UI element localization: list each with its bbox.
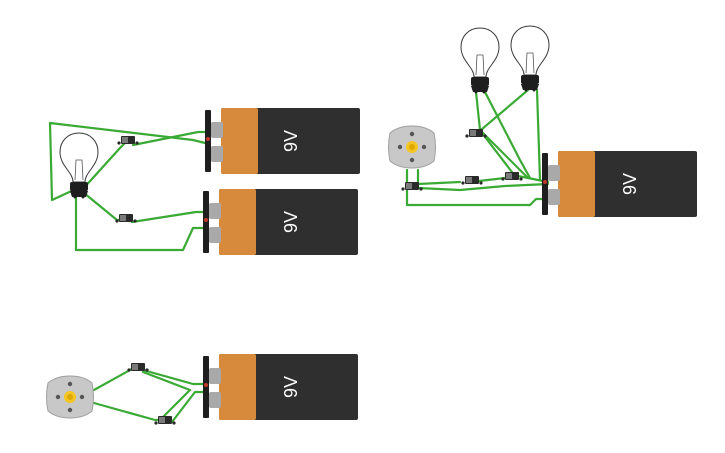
circuit-motor-two-bulbs: 9V [388, 25, 697, 217]
circuit-motor-battery: 9V [46, 354, 358, 425]
wire[interactable] [92, 401, 160, 422]
wire[interactable] [80, 141, 127, 192]
wire[interactable] [535, 88, 542, 182]
wire[interactable] [141, 370, 192, 422]
wire[interactable] [416, 182, 550, 192]
light-bulb[interactable] [59, 132, 99, 199]
wire[interactable] [82, 191, 124, 222]
battery-label: 9V [620, 173, 640, 195]
battery-label: 9V [281, 211, 301, 233]
battery-9v[interactable]: 9V [203, 354, 358, 420]
wire[interactable] [131, 130, 207, 147]
battery-9v[interactable]: 9V [205, 108, 360, 174]
battery-9v[interactable]: 9V [203, 189, 358, 255]
dc-motor[interactable] [46, 375, 94, 419]
wire[interactable] [92, 366, 135, 392]
wire[interactable] [130, 210, 207, 224]
wire[interactable] [405, 168, 550, 207]
dc-motor[interactable] [388, 125, 436, 169]
slide-switch[interactable] [117, 136, 139, 145]
battery-9v[interactable]: 9V [542, 151, 697, 217]
battery-label: 9V [281, 376, 301, 398]
wire[interactable] [483, 90, 532, 180]
wire[interactable] [170, 390, 207, 424]
light-bulb[interactable] [460, 27, 500, 94]
circuit-bulb-two-batteries: 9V 9V [48, 108, 360, 255]
wire[interactable] [480, 131, 517, 178]
wire[interactable] [48, 121, 207, 202]
wire[interactable] [141, 368, 207, 386]
wire[interactable] [477, 176, 507, 183]
wire[interactable] [74, 193, 207, 252]
battery-label: 9V [281, 130, 301, 152]
wire[interactable] [416, 168, 462, 186]
wire[interactable] [473, 88, 530, 137]
light-bulb[interactable] [510, 25, 550, 92]
